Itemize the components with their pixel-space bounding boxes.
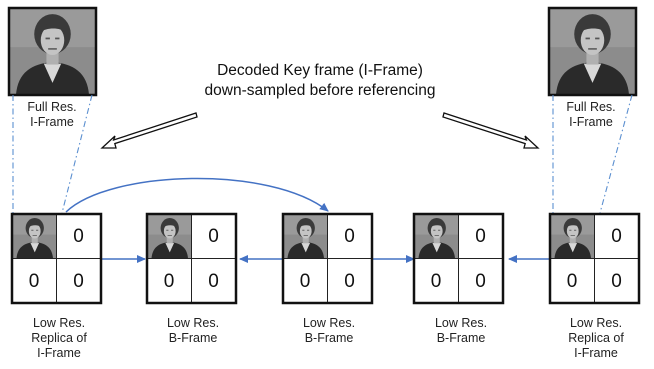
full-res-label-right-line1: Full Res.: [566, 100, 616, 114]
low-res-frame-5: [548, 212, 641, 305]
frame-label-line: I-Frame: [37, 346, 81, 360]
low-res-frame-2: [145, 212, 238, 305]
frame-label-line: Low Res.: [32, 316, 86, 330]
low-res-frames: [10, 212, 641, 305]
note-line-1: Decoded Key frame (I-Frame): [217, 62, 423, 79]
cell-value: 0: [28, 270, 40, 292]
full-res-label-right: Full Res. I-Frame: [541, 100, 641, 130]
frame-label-line: B-Frame: [304, 331, 354, 345]
cell-value: 0: [611, 226, 622, 247]
thumbnail-image: [551, 215, 595, 259]
frame-label-line: Low Res.: [166, 316, 220, 330]
low-res-frame-4: [412, 212, 505, 305]
cell-value: 0: [430, 270, 442, 292]
cell-value: 0: [208, 270, 219, 292]
downsample-guides: [12, 94, 633, 214]
downsample-note: Decoded Key frame (I-Frame) down-sampled…: [170, 61, 470, 101]
frame-label-line: Low Res.: [302, 316, 356, 330]
full-res-label-left-line1: Full Res.: [27, 100, 77, 114]
cell-value: 0: [299, 270, 311, 292]
hollow-arrow-left: [100, 112, 198, 149]
frame-label-line: Low Res.: [434, 316, 488, 330]
frame-label-line: Low Res.: [569, 316, 623, 330]
frame-border: [281, 212, 374, 305]
hollow-arrow-right: [442, 112, 540, 149]
cell-value: 0: [73, 270, 84, 292]
cell-value: 0: [475, 270, 486, 292]
thumbnail-image: [13, 215, 57, 259]
frame-label-line: Replica of: [31, 331, 87, 345]
frame-label-line: B-Frame: [436, 331, 486, 345]
low-res-frame-1: [10, 212, 103, 305]
frame-label-3: Low Res.B-Frame: [274, 316, 384, 346]
cell-value: 0: [344, 270, 355, 292]
frame-border: [10, 212, 103, 305]
full-res-iframe-left: [7, 6, 98, 97]
frame-label-line: B-Frame: [168, 331, 218, 345]
frame-label-4: Low Res.B-Frame: [406, 316, 516, 346]
full-res-iframe-right: [547, 6, 638, 97]
cell-value: 0: [611, 270, 622, 292]
reference-curve-arrow: [65, 177, 329, 213]
note-line-2: down-sampled before referencing: [204, 82, 436, 99]
frame-border: [145, 212, 238, 305]
full-res-label-left-line2: I-Frame: [30, 115, 74, 129]
full-res-label-left: Full Res. I-Frame: [2, 100, 102, 130]
thumbnail-image: [148, 215, 192, 259]
low-res-frame-3: [281, 212, 374, 305]
cell-value: 0: [475, 226, 486, 247]
frame-border: [412, 212, 505, 305]
frame-label-line: Replica of: [568, 331, 624, 345]
frame-border: [548, 212, 641, 305]
cell-value: 0: [73, 226, 84, 247]
cell-value: 0: [566, 270, 578, 292]
thumbnail-image: [415, 215, 459, 259]
full-res-label-right-line2: I-Frame: [569, 115, 613, 129]
cell-value: 0: [208, 226, 219, 247]
thumbnail-image: [284, 215, 328, 259]
frame-label-line: I-Frame: [574, 346, 618, 360]
frame-label-2: Low Res.B-Frame: [138, 316, 248, 346]
cell-value: 0: [344, 226, 355, 247]
cell-value: 0: [163, 270, 175, 292]
